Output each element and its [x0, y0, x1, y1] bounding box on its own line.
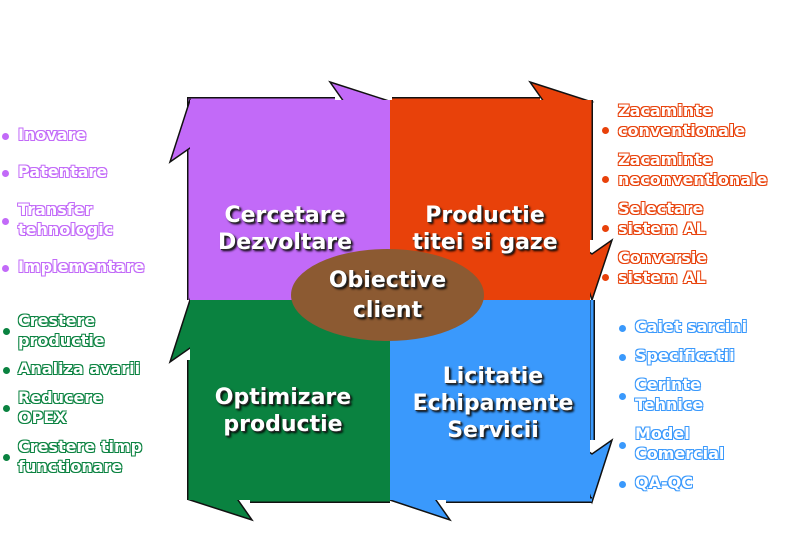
- list-item: Model Comercial: [617, 424, 747, 464]
- list-item-text: Patentare: [18, 162, 108, 181]
- bullet-dot-icon: [3, 454, 10, 461]
- list-item: Patentare: [0, 162, 145, 182]
- list-item: Crestere productie: [0, 311, 142, 351]
- quadrant-label: Cercetare Dezvoltare: [217, 202, 353, 255]
- list-cercetare-dezvoltare: Inovare Patentare Transfer tehnologic Im…: [0, 125, 145, 277]
- list-item: Caiet sarcini: [617, 317, 747, 337]
- list-licitatie: Caiet sarcini Specificatii Cerinte Tehni…: [617, 317, 747, 493]
- bullet-dot-icon: [619, 354, 626, 361]
- list-item-text: Crestere productie: [18, 311, 105, 350]
- quadrant-label: Optimizare productie: [214, 385, 352, 437]
- bullet-dot-icon: [602, 274, 609, 281]
- bullet-dot-icon: [2, 133, 9, 140]
- arrow-right-down-bottom: [387, 300, 614, 522]
- bullet-dot-icon: [619, 325, 626, 332]
- list-item-text: Zacaminte conventionale: [618, 101, 746, 140]
- quadrant-label: Productie titei si gaze: [412, 202, 558, 255]
- list-item: Specificatii: [617, 346, 747, 366]
- list-item-text: Caiet sarcini: [635, 317, 748, 336]
- bullet-dot-icon: [2, 265, 9, 272]
- list-item-text: Implementare: [18, 257, 145, 276]
- list-item-text: Analiza avarii: [18, 359, 141, 378]
- list-item-text: Crestere timp functionare: [18, 437, 143, 476]
- list-item-text: Model Comercial: [635, 424, 725, 463]
- list-item: Analiza avarii: [0, 359, 142, 379]
- list-item: Conversie sistem AL: [600, 248, 767, 288]
- bullet-dot-icon: [619, 481, 626, 488]
- list-item: Cerinte Tehnice: [617, 375, 747, 415]
- bullet-dot-icon: [619, 442, 626, 449]
- center-label: Obiective client: [328, 268, 447, 323]
- bullet-dot-icon: [619, 393, 626, 400]
- center-ellipse: Obiective client: [291, 249, 484, 341]
- bullet-dot-icon: [2, 170, 9, 177]
- bullet-dot-icon: [602, 225, 609, 232]
- list-item: QA-QC: [617, 473, 747, 493]
- list-item-text: Inovare: [18, 125, 87, 144]
- list-item: Inovare: [0, 125, 145, 145]
- list-item-text: Reducere OPEX: [18, 388, 104, 427]
- list-item: Crestere timp functionare: [0, 437, 142, 477]
- list-item: Selectare sistem AL: [600, 199, 767, 239]
- bullet-dot-icon: [2, 218, 9, 225]
- bullet-dot-icon: [3, 328, 10, 335]
- list-item: Zacaminte neconventionale: [600, 150, 767, 190]
- list-item: Transfer tehnologic: [0, 200, 145, 240]
- list-item: Reducere OPEX: [0, 388, 142, 428]
- list-item-text: Selectare sistem AL: [618, 199, 706, 238]
- list-productie: Zacaminte conventionale Zacaminte neconv…: [600, 101, 767, 288]
- list-item: Zacaminte conventionale: [600, 101, 767, 141]
- list-item-text: Conversie sistem AL: [618, 248, 708, 287]
- list-item-text: Cerinte Tehnice: [635, 375, 704, 414]
- list-item-text: QA-QC: [635, 473, 693, 492]
- bullet-dot-icon: [3, 367, 10, 374]
- list-item-text: Specificatii: [635, 346, 735, 365]
- bullet-dot-icon: [602, 127, 609, 134]
- list-item-text: Zacaminte neconventionale: [618, 150, 768, 189]
- list-item: Implementare: [0, 257, 145, 277]
- list-item-text: Transfer tehnologic: [18, 200, 114, 239]
- list-optimizare: Crestere productie Analiza avarii Reduce…: [0, 311, 142, 477]
- quadrant-label: Licitatie Echipamente Servicii: [412, 363, 574, 443]
- bullet-dot-icon: [602, 176, 609, 183]
- bullet-dot-icon: [3, 405, 10, 412]
